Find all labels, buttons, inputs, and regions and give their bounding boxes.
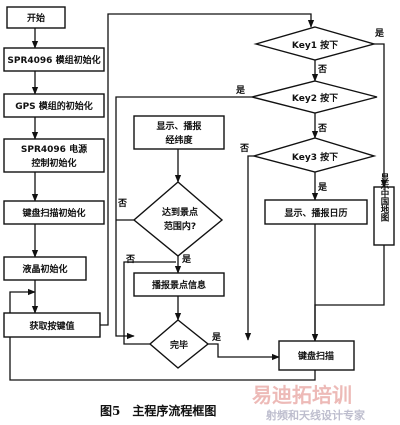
- show-latlon-label-line2: 经纬度: [165, 134, 193, 146]
- lcd-init-label: 液晶初始化: [22, 263, 67, 275]
- edge-keyboard-scan-to-get-key: [9, 288, 316, 381]
- power-init-label-line1: SPR4096 电源: [21, 143, 87, 155]
- key3-no-label: 否: [239, 143, 249, 154]
- keyboard-scan-node: 键盘扫描: [278, 340, 355, 371]
- reach-spot-yes-label: 是: [181, 254, 192, 265]
- watermark-brand: 易迪拓培训: [252, 383, 352, 407]
- keyscan-init-node: 键盘扫描初始化: [3, 200, 105, 225]
- figure-caption: 图5 主程序流程框图: [100, 403, 216, 418]
- key3-decision: Key3 按下: [251, 137, 377, 173]
- key3-label: Key3 按下: [292, 151, 338, 163]
- watermark-tagline: 射频和天线设计专家: [265, 408, 366, 422]
- edge-map-to-keyboard-scan: [311, 245, 385, 342]
- edge-done-to-keyboard-scan: [208, 343, 280, 361]
- power-init-label-line2: 控制初始化: [31, 157, 76, 169]
- start-node: 开始: [6, 6, 66, 29]
- start-label: 开始: [27, 12, 45, 24]
- gps-init-label: GPS 模组的初始化: [15, 100, 93, 112]
- get-key-node: 获取按键值: [3, 312, 101, 338]
- key1-label: Key1 按下: [292, 39, 338, 51]
- show-latlon-label-line1: 显示、播报: [156, 120, 201, 132]
- done-no-label: 否: [125, 254, 135, 265]
- reach-spot-decision: 达到景点 范围内?: [132, 181, 224, 257]
- show-latlon-node: 显示、播报 经纬度: [133, 115, 225, 150]
- edge-get-key-to-key1: [100, 13, 315, 326]
- key3-yes-label: 是: [317, 182, 328, 193]
- broadcast-spot-node: 播报景点信息: [133, 272, 225, 297]
- key1-decision: Key1 按下: [253, 26, 377, 61]
- spr-init-label: SPR4096 模组初始化: [7, 54, 100, 66]
- gps-init-node: GPS 模组的初始化: [3, 93, 105, 118]
- key2-decision: Key2 按下: [251, 80, 378, 114]
- show-calendar-label: 显示、播报日历: [284, 207, 347, 219]
- edge-key1-yes: [374, 43, 388, 188]
- power-init-node: SPR4096 电源 控制初始化: [3, 138, 105, 173]
- edge-done-loop-back: [123, 261, 176, 345]
- key2-no-label: 否: [317, 123, 327, 134]
- key2-label: Key2 按下: [292, 92, 338, 104]
- keyboard-scan-label: 键盘扫描: [297, 350, 334, 362]
- keyscan-init-label: 键盘扫描初始化: [21, 207, 85, 219]
- done-decision: 完毕: [148, 319, 210, 369]
- spr-init-node: SPR4096 模组初始化: [3, 47, 105, 72]
- reach-spot-label-line1: 达到景点: [162, 206, 198, 218]
- key2-yes-label: 是: [235, 85, 246, 96]
- show-map-node: 显示中国地图: [373, 173, 395, 246]
- get-key-label: 获取按键值: [29, 320, 74, 332]
- key1-no-label: 否: [317, 64, 327, 75]
- reach-spot-label-line2: 范围内?: [164, 220, 196, 232]
- reach-spot-no-label: 否: [117, 198, 127, 209]
- edge-key3-no: [244, 155, 254, 341]
- broadcast-spot-label: 播报景点信息: [152, 279, 206, 291]
- done-yes-label: 是: [211, 332, 222, 343]
- key1-yes-label: 是: [374, 28, 385, 39]
- show-map-label: 显示中国地图: [379, 173, 390, 222]
- show-calendar-node: 显示、播报日历: [264, 199, 368, 225]
- edge-key2-yes: [115, 96, 252, 340]
- done-label: 完毕: [170, 339, 188, 351]
- lcd-init-node: 液晶初始化: [3, 256, 87, 281]
